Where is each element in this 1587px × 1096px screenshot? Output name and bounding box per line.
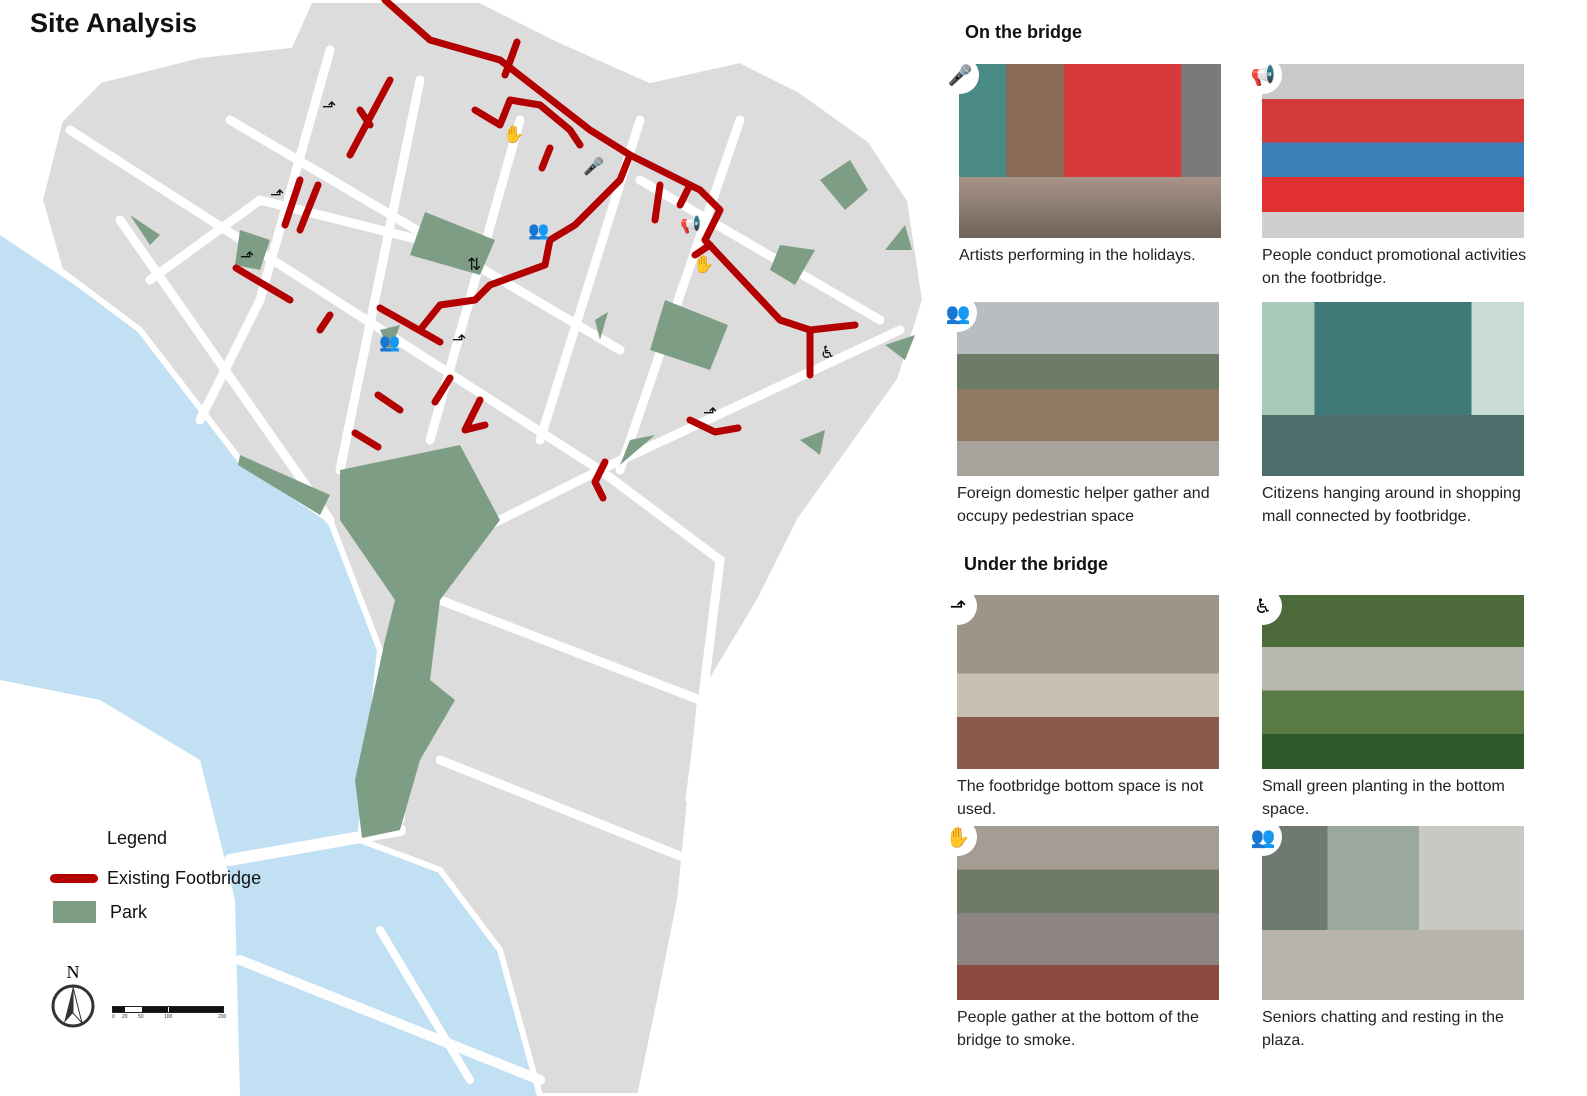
wheelchair-ramp-icon: ♿ [1244, 587, 1282, 625]
microphone-music-icon: 🎤 [583, 156, 604, 176]
photo-seniors [1262, 826, 1524, 1000]
photo-card-unused-space: ⬏ The footbridge bottom space is not use… [939, 587, 1227, 821]
stairs-icon: ⬏ [939, 587, 977, 625]
photo-card-artists: 🎤 Artists performing in the holidays. [941, 56, 1229, 267]
legend-item-footbridge: Existing Footbridge [50, 861, 261, 895]
water-area [0, 235, 540, 1096]
legend: Legend Existing Footbridge Park [50, 828, 261, 929]
people-chat-icon: 👥 [1244, 818, 1282, 856]
microphone-music-icon: 🎤 [941, 56, 979, 94]
scale-tick: 100 [164, 1014, 173, 1020]
north-label: N [66, 962, 80, 982]
scale-tick: 50 [138, 1014, 144, 1020]
map-icons: ⬏ ⬏ ⬏ ⬏ ⬏ ✋ ✋ 🎤 👥 👥 ⇅ 📢 ♿ [240, 97, 835, 422]
stairs-icon: ⬏ [452, 330, 466, 349]
photo-caption: Artists performing in the holidays. [959, 247, 1196, 264]
photo-caption: Seniors chatting and resting in the plaz… [1262, 1009, 1504, 1049]
photo-card-seniors: 👥 Seniors chatting and resting in the pl… [1244, 818, 1532, 1052]
hand-smoking-icon: ✋ [939, 818, 977, 856]
hand-smoking-icon: ✋ [693, 254, 714, 274]
photo-caption: The footbridge bottom space is not used. [957, 778, 1204, 818]
scale-tick: 200 [218, 1014, 227, 1020]
photo-caption: Foreign domestic helper gather and occup… [957, 485, 1210, 525]
scale-tick: 20 [122, 1014, 128, 1020]
park-swatch [53, 901, 96, 923]
stairs-icon: ⬏ [270, 185, 284, 204]
scale-bar: 0 20 50 100 200 [112, 1006, 227, 1021]
photo-mall [1262, 302, 1524, 476]
scale-tick: 0 [112, 1014, 115, 1020]
elevator-icon: ⇅ [467, 255, 481, 274]
people-chat-icon: 👥 [939, 294, 977, 332]
photo-card-helpers: 👥 Foreign domestic helper gather and occ… [939, 294, 1227, 528]
site-map: ⬏ ⬏ ⬏ ⬏ ⬏ ✋ ✋ 🎤 👥 👥 ⇅ 📢 ♿ [0, 0, 925, 1096]
photo-green-planting [1262, 595, 1524, 769]
footbridge-swatch [50, 873, 98, 883]
footbridges [232, 0, 859, 502]
stairs-icon: ⬏ [322, 97, 336, 116]
legend-item-park: Park [50, 895, 261, 929]
section-heading-on-bridge: On the bridge [965, 22, 1082, 42]
legend-label: Park [110, 901, 148, 922]
section-heading-under-bridge: Under the bridge [964, 554, 1109, 574]
parks [130, 160, 915, 838]
photo-card-smoking: ✋ People gather at the bottom of the bri… [939, 818, 1227, 1052]
photo-helpers [957, 302, 1219, 476]
people-chat-icon: 👥 [528, 221, 549, 240]
photo-unused-space [957, 595, 1219, 769]
photo-caption: People gather at the bottom of the bridg… [957, 1009, 1199, 1049]
wheelchair-ramp-icon: ♿ [820, 343, 835, 362]
photo-smoking [957, 826, 1219, 1000]
north-arrow: N [50, 962, 96, 1034]
photo-caption: People conduct promotional activities on… [1262, 247, 1527, 287]
compass-icon [51, 984, 95, 1028]
photo-caption: Citizens hanging around in shopping mall… [1262, 485, 1521, 525]
people-chat-icon: 👥 [379, 333, 400, 352]
photo-card-mall: Citizens hanging around in shopping mall… [1262, 302, 1532, 528]
megaphone-icon: 📢 [680, 214, 701, 235]
photo-card-green-planting: ♿ Small green planting in the bottom spa… [1244, 587, 1532, 821]
photo-card-promotion: 📢 People conduct promotional activities … [1244, 56, 1532, 290]
photo-artists [959, 64, 1221, 238]
stairs-icon: ⬏ [703, 403, 717, 422]
photo-caption: Small green planting in the bottom space… [1262, 778, 1505, 818]
page-title: Site Analysis [30, 8, 198, 38]
hand-smoking-icon: ✋ [503, 124, 524, 144]
photo-promotion [1262, 64, 1524, 238]
legend-heading: Legend [107, 828, 168, 848]
legend-label: Existing Footbridge [107, 867, 262, 888]
megaphone-icon: 📢 [1244, 56, 1282, 94]
stairs-icon: ⬏ [240, 247, 254, 266]
